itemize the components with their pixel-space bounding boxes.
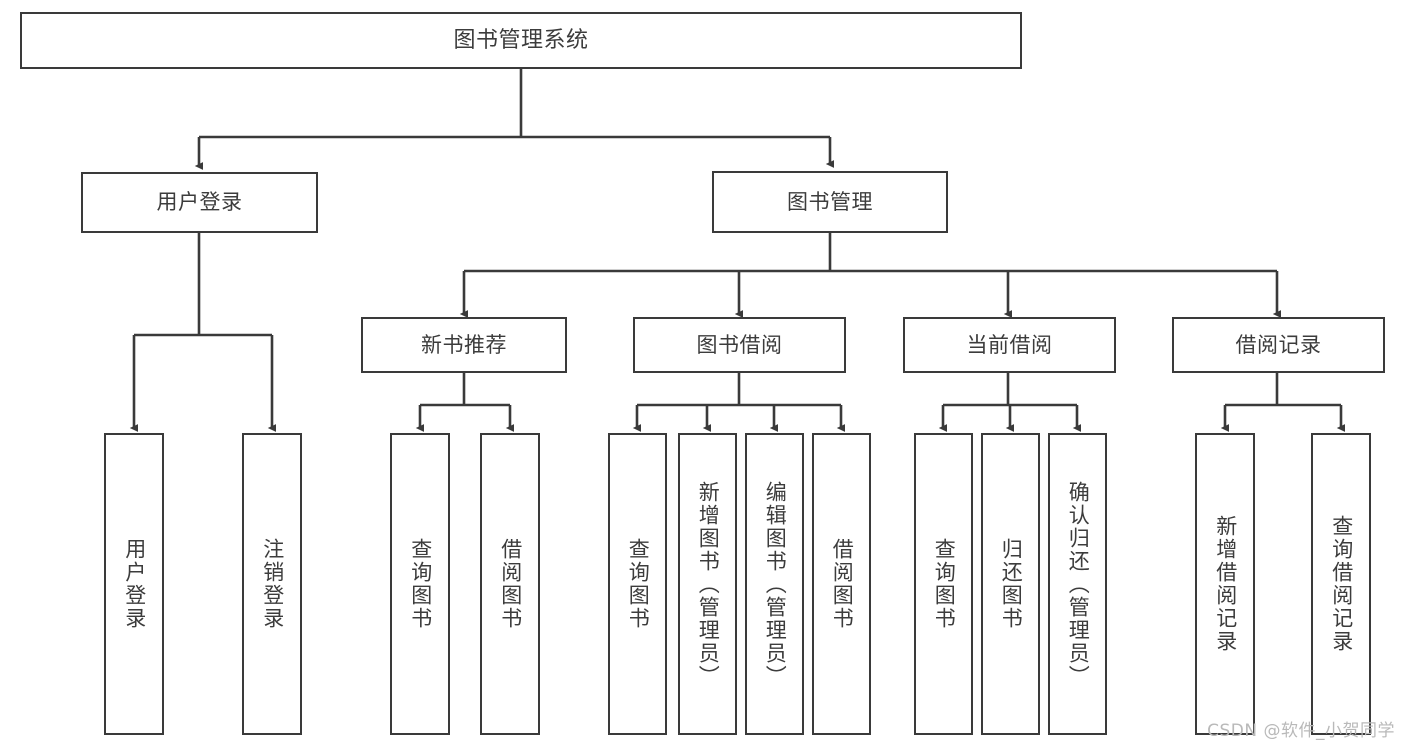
leaf-borrow-record-add[interactable]: 新增借阅记录: [1195, 433, 1255, 735]
leaf-new-book-query[interactable]: 查询图书: [390, 433, 450, 735]
leaf-user-login-login-label: 用户登录: [122, 538, 147, 630]
node-book-manage[interactable]: 图书管理: [712, 171, 948, 233]
leaf-new-book-borrow[interactable]: 借阅图书: [480, 433, 540, 735]
leaf-book-borrow-borrow[interactable]: 借阅图书: [812, 433, 871, 735]
node-root-system-label: 图书管理系统: [453, 27, 589, 53]
node-current-borrow-label: 当前借阅: [966, 332, 1053, 357]
leaf-book-borrow-query-label: 查询图书: [626, 538, 651, 630]
leaf-current-borrow-return-label: 归还图书: [999, 538, 1024, 630]
node-book-borrow[interactable]: 图书借阅: [633, 317, 846, 373]
leaf-new-book-borrow-label: 借阅图书: [498, 538, 523, 630]
leaf-user-login-logout-label: 注销登录: [260, 538, 285, 630]
leaf-current-borrow-query-label: 查询图书: [932, 538, 957, 630]
node-borrow-record-label: 借阅记录: [1235, 332, 1322, 357]
leaf-book-borrow-edit-label: 编辑图书（管理员）: [763, 480, 788, 688]
leaf-current-borrow-return[interactable]: 归还图书: [981, 433, 1040, 735]
leaf-book-borrow-add[interactable]: 新增图书（管理员）: [678, 433, 737, 735]
node-new-book-recommend-label: 新书推荐: [421, 332, 507, 357]
leaf-borrow-record-query[interactable]: 查询借阅记录: [1311, 433, 1371, 735]
leaf-borrow-record-query-label: 查询借阅记录: [1329, 515, 1354, 653]
leaf-user-login-login[interactable]: 用户登录: [104, 433, 164, 735]
leaf-borrow-record-add-label: 新增借阅记录: [1213, 515, 1238, 653]
leaf-book-borrow-add-label: 新增图书（管理员）: [696, 480, 721, 688]
node-root-system[interactable]: 图书管理系统: [20, 12, 1022, 69]
node-current-borrow[interactable]: 当前借阅: [903, 317, 1116, 373]
leaf-current-borrow-query[interactable]: 查询图书: [914, 433, 973, 735]
leaf-current-borrow-confirm[interactable]: 确认归还（管理员）: [1048, 433, 1107, 735]
leaf-book-borrow-edit[interactable]: 编辑图书（管理员）: [745, 433, 804, 735]
leaf-current-borrow-confirm-label: 确认归还（管理员）: [1066, 480, 1091, 688]
leaf-book-borrow-borrow-label: 借阅图书: [830, 538, 855, 630]
node-book-borrow-label: 图书借阅: [696, 332, 783, 357]
leaf-new-book-query-label: 查询图书: [408, 538, 433, 630]
csdn-watermark: CSDN @软件_小贺同学: [1207, 721, 1395, 741]
node-borrow-record[interactable]: 借阅记录: [1172, 317, 1385, 373]
node-new-book-recommend[interactable]: 新书推荐: [361, 317, 567, 373]
node-book-manage-label: 图书管理: [787, 189, 873, 214]
node-user-login[interactable]: 用户登录: [81, 172, 318, 233]
leaf-book-borrow-query[interactable]: 查询图书: [608, 433, 667, 735]
leaf-user-login-logout[interactable]: 注销登录: [242, 433, 302, 735]
node-user-login-label: 用户登录: [156, 190, 243, 215]
